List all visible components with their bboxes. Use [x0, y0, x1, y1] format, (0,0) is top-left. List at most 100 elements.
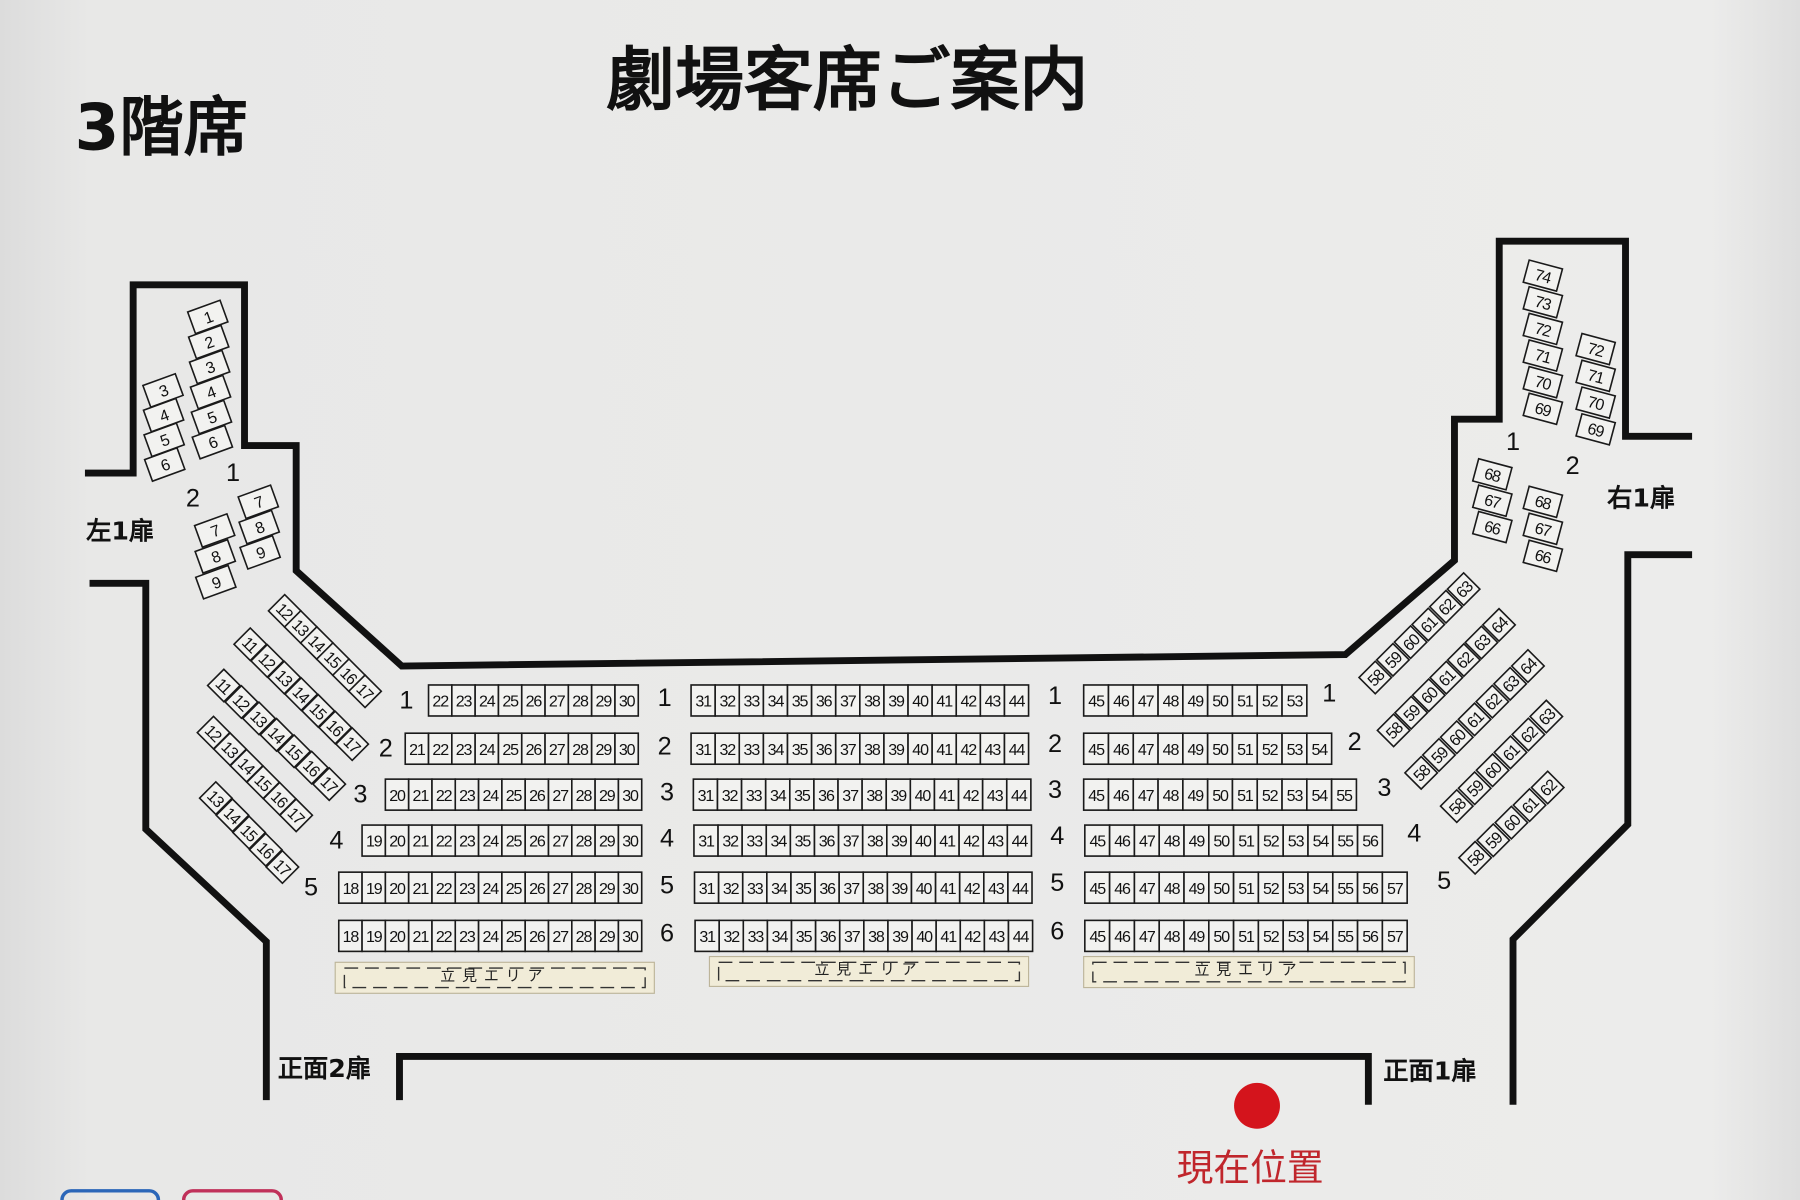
- seat-51[interactable]: 51: [1231, 732, 1259, 766]
- seat-55[interactable]: 55: [1331, 871, 1359, 904]
- seat-49[interactable]: 49: [1183, 824, 1210, 857]
- seat-30[interactable]: 30: [614, 732, 640, 766]
- seat-52[interactable]: 52: [1256, 732, 1283, 766]
- seat-7[interactable]: 7: [193, 512, 236, 549]
- seat-11[interactable]: 11: [232, 626, 268, 662]
- seat-42[interactable]: 42: [958, 871, 985, 904]
- seat-48[interactable]: 48: [1157, 778, 1184, 811]
- seat-47[interactable]: 47: [1132, 778, 1159, 811]
- seat-37[interactable]: 37: [838, 919, 865, 953]
- seat-35[interactable]: 35: [786, 732, 813, 766]
- seat-28[interactable]: 28: [567, 732, 593, 766]
- seat-43[interactable]: 43: [982, 824, 1009, 857]
- seat-39[interactable]: 39: [883, 684, 909, 717]
- seat-71[interactable]: 71: [1575, 359, 1617, 393]
- seat-32[interactable]: 32: [718, 919, 745, 953]
- seat-49[interactable]: 49: [1182, 778, 1209, 811]
- seat-22[interactable]: 22: [431, 824, 457, 857]
- seat-53[interactable]: 53: [1281, 732, 1308, 766]
- seat-52[interactable]: 52: [1256, 778, 1283, 811]
- seat-38[interactable]: 38: [862, 871, 889, 904]
- seat-40[interactable]: 40: [911, 919, 937, 953]
- seat-21[interactable]: 21: [407, 824, 433, 857]
- seat-72[interactable]: 72: [1575, 332, 1617, 366]
- seat-25[interactable]: 25: [501, 778, 526, 811]
- seat-47[interactable]: 47: [1133, 871, 1161, 904]
- seat-53[interactable]: 53: [1282, 871, 1309, 904]
- seat-32[interactable]: 32: [716, 778, 743, 811]
- seat-24[interactable]: 24: [477, 871, 503, 904]
- seat-53[interactable]: 53: [1282, 919, 1309, 953]
- seat-46[interactable]: 46: [1107, 778, 1135, 811]
- seat-34[interactable]: 34: [766, 871, 792, 904]
- seat-45[interactable]: 45: [1084, 871, 1111, 904]
- seat-32[interactable]: 32: [717, 824, 743, 857]
- seat-41[interactable]: 41: [934, 824, 960, 857]
- seat-58[interactable]: 58: [1457, 840, 1493, 876]
- seat-50[interactable]: 50: [1206, 732, 1234, 766]
- seat-39[interactable]: 39: [885, 824, 912, 857]
- seat-56[interactable]: 56: [1356, 919, 1384, 953]
- seat-32[interactable]: 32: [714, 732, 741, 766]
- seat-29[interactable]: 29: [594, 824, 620, 857]
- seat-44[interactable]: 44: [1003, 684, 1030, 717]
- seat-37[interactable]: 37: [837, 778, 863, 811]
- seat-49[interactable]: 49: [1182, 732, 1209, 766]
- seat-40[interactable]: 40: [909, 778, 936, 811]
- seat-60[interactable]: 60: [1439, 719, 1475, 755]
- seat-37[interactable]: 37: [837, 824, 864, 857]
- seat-67[interactable]: 67: [1471, 484, 1513, 518]
- seat-24[interactable]: 24: [477, 778, 503, 811]
- seat-50[interactable]: 50: [1206, 778, 1234, 811]
- seat-45[interactable]: 45: [1084, 824, 1111, 857]
- seat-44[interactable]: 44: [1003, 732, 1030, 766]
- seat-11[interactable]: 11: [206, 668, 242, 703]
- seat-29[interactable]: 29: [594, 871, 620, 904]
- seat-56[interactable]: 56: [1356, 824, 1384, 857]
- seat-13[interactable]: 13: [241, 701, 277, 736]
- seat-50[interactable]: 50: [1207, 919, 1235, 953]
- seat-28[interactable]: 28: [567, 684, 593, 717]
- seat-8[interactable]: 8: [238, 509, 281, 545]
- seat-45[interactable]: 45: [1082, 732, 1110, 766]
- seat-18[interactable]: 18: [337, 919, 363, 953]
- seat-40[interactable]: 40: [910, 871, 937, 904]
- seat-70[interactable]: 70: [1575, 386, 1617, 420]
- seat-63[interactable]: 63: [1464, 625, 1499, 660]
- seat-25[interactable]: 25: [501, 919, 526, 953]
- seat-48[interactable]: 48: [1158, 824, 1185, 857]
- seat-22[interactable]: 22: [427, 684, 453, 717]
- seat-70[interactable]: 70: [1522, 365, 1564, 399]
- seat-43[interactable]: 43: [979, 684, 1006, 717]
- seat-46[interactable]: 46: [1108, 824, 1136, 857]
- seat-40[interactable]: 40: [910, 824, 936, 857]
- seat-50[interactable]: 50: [1207, 871, 1235, 904]
- seat-44[interactable]: 44: [1006, 824, 1033, 857]
- seat-68[interactable]: 68: [1471, 457, 1513, 491]
- seat-67[interactable]: 67: [1522, 512, 1564, 546]
- seat-53[interactable]: 53: [1281, 684, 1308, 717]
- seat-51[interactable]: 51: [1232, 824, 1260, 857]
- seat-42[interactable]: 42: [955, 732, 982, 766]
- seat-63[interactable]: 63: [1528, 699, 1564, 734]
- seat-37[interactable]: 37: [834, 684, 861, 717]
- seat-4[interactable]: 4: [189, 374, 232, 410]
- seat-1[interactable]: 1: [186, 299, 229, 335]
- seat-30[interactable]: 30: [614, 684, 640, 717]
- seat-23[interactable]: 23: [454, 871, 480, 904]
- seat-39[interactable]: 39: [886, 871, 913, 904]
- seat-49[interactable]: 49: [1183, 919, 1210, 953]
- seat-36[interactable]: 36: [814, 871, 840, 904]
- seat-38[interactable]: 38: [863, 919, 889, 953]
- seat-47[interactable]: 47: [1132, 732, 1159, 766]
- seat-66[interactable]: 66: [1522, 539, 1564, 573]
- seat-58[interactable]: 58: [1357, 660, 1393, 695]
- seat-41[interactable]: 41: [934, 871, 961, 904]
- seat-52[interactable]: 52: [1257, 824, 1284, 857]
- seat-36[interactable]: 36: [813, 824, 840, 857]
- seat-48[interactable]: 48: [1158, 919, 1185, 953]
- seat-36[interactable]: 36: [813, 778, 839, 811]
- seat-41[interactable]: 41: [933, 778, 960, 811]
- seat-57[interactable]: 57: [1381, 871, 1408, 904]
- seat-32[interactable]: 32: [717, 871, 744, 904]
